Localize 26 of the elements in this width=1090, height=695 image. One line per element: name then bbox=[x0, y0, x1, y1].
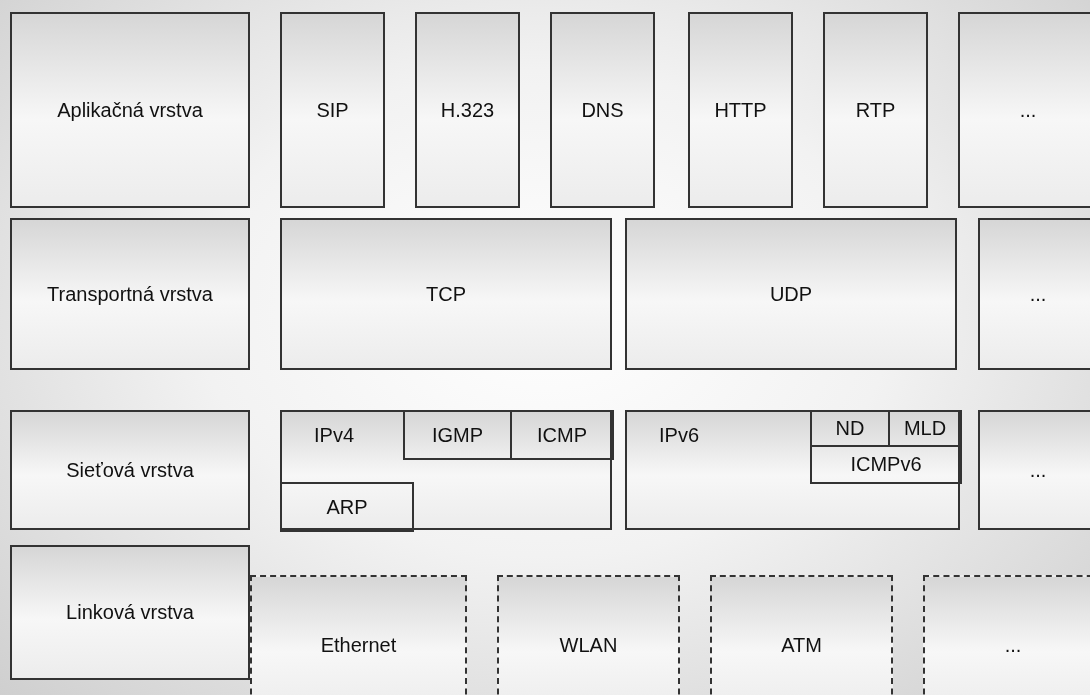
protocol-box: DNS bbox=[550, 12, 655, 208]
protocol-box: ... bbox=[923, 575, 1090, 695]
protocol-box: H.323 bbox=[415, 12, 520, 208]
protocol-box: ... bbox=[978, 218, 1090, 370]
protocol-box: SIP bbox=[280, 12, 385, 208]
protocol-label: IPv4 bbox=[314, 424, 355, 447]
protocol-box: ARP bbox=[280, 482, 414, 532]
protocol-box: ICMPv6 bbox=[810, 445, 962, 484]
protocol-box bbox=[280, 410, 612, 530]
protocol-box: WLAN bbox=[497, 575, 680, 695]
protocol-box: ... bbox=[978, 410, 1090, 530]
protocol-box: HTTP bbox=[688, 12, 793, 208]
protocol-box: ATM bbox=[710, 575, 893, 695]
protocol-label: IPv6 bbox=[659, 424, 700, 447]
protocol-box: Ethernet bbox=[250, 575, 467, 695]
protocol-box bbox=[625, 410, 960, 530]
layer-box: Linková vrstva bbox=[10, 545, 250, 680]
layer-box: Transportná vrstva bbox=[10, 218, 250, 370]
protocol-box: ICMP bbox=[510, 410, 614, 460]
protocol-box: ... bbox=[958, 12, 1090, 208]
protocol-box: UDP bbox=[625, 218, 957, 370]
layer-box: Sieťová vrstva bbox=[10, 410, 250, 530]
protocol-box: RTP bbox=[823, 12, 928, 208]
protocol-box: IGMP bbox=[403, 410, 512, 460]
layer-box: Aplikačná vrstva bbox=[10, 12, 250, 208]
protocol-box: TCP bbox=[280, 218, 612, 370]
